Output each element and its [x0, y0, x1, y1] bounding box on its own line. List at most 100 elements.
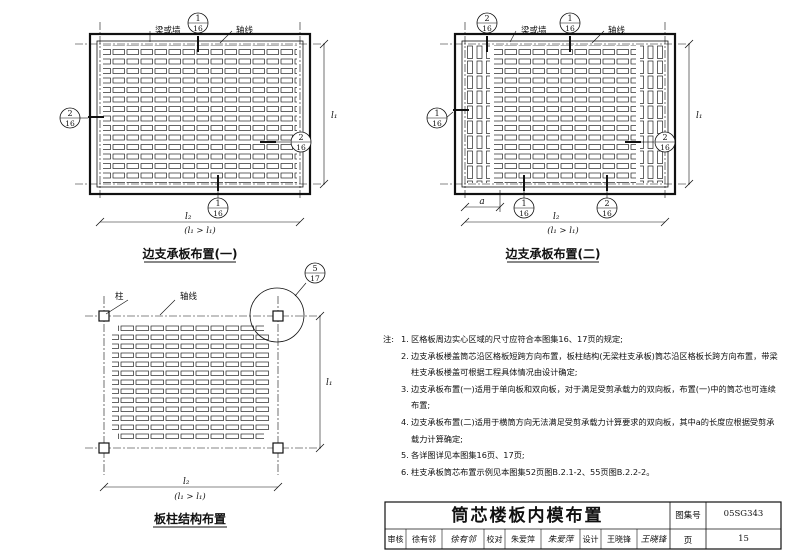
hollow-tube-field-vertical	[466, 45, 490, 183]
column	[98, 442, 110, 454]
dim-condition: (l₁ > l₁)	[184, 225, 215, 236]
review-signature: 徐有邻	[450, 535, 476, 545]
check-signature: 朱爱萍	[547, 535, 574, 545]
svg-text:2: 2	[67, 109, 72, 118]
section-symbol-1-16-top: 1 16	[559, 12, 581, 35]
note-text: 柱支承板筒芯布置示例见本图集52页图B.2.1-2、55页图B.2.2-2。	[411, 466, 655, 477]
note-number: 1.	[401, 334, 409, 344]
svg-text:1: 1	[521, 199, 526, 208]
beam-label: 梁或墙	[155, 25, 181, 36]
axis-label: 轴线	[236, 25, 254, 36]
note-number: 2.	[401, 350, 409, 361]
caption: 边支承板布置(二)	[505, 246, 601, 261]
svg-text:16: 16	[193, 24, 203, 33]
notes-block: 注: 1. 区格板周边实心区域的尺寸应符合本图集16、17页的规定; 2. 边支…	[383, 331, 778, 480]
note-text: 各详图详见本图集16页、17页;	[411, 450, 525, 461]
svg-text:2: 2	[662, 133, 667, 142]
detail-circle	[249, 287, 305, 343]
hollow-tube-field	[118, 322, 264, 442]
note-text: 边支承板楼盖筒芯沿区格板短跨方向布置，板柱结构(无梁柱支承板)筒芯沿区格板长跨方…	[411, 350, 778, 378]
svg-text:16: 16	[482, 24, 492, 33]
column	[272, 442, 284, 454]
column	[98, 310, 110, 322]
hollow-tube-field	[112, 332, 118, 432]
svg-text:2: 2	[604, 199, 609, 208]
slab-column-structure-layout: 柱 轴线 5 17 l₁ l₂ (l₁ > l₁) 板柱结构布置	[85, 262, 333, 528]
column	[272, 310, 284, 322]
section-symbol-2-16-left: 2 16	[59, 107, 88, 129]
note-item-3: 3. 边支承板布置(一)适用于单向板和双向板，对于满足受剪承载力的双向板，布置(…	[383, 381, 778, 414]
section-symbol-2-16-bottom-right: 2 16	[596, 191, 618, 219]
notes-label: 注:	[383, 334, 394, 344]
section-symbol-1-16-top: 1 16	[187, 12, 209, 35]
hollow-tube-field	[103, 45, 297, 183]
check-label: 校对	[486, 535, 503, 544]
svg-text:1: 1	[434, 109, 439, 118]
section-symbol-1-16-left: 1 16	[426, 107, 454, 129]
note-item-6: 6. 柱支承板筒芯布置示例见本图集52页图B.2.1-2、55页图B.2.2-2…	[383, 464, 778, 481]
section-symbol-2-16-right: 2 16	[641, 131, 676, 153]
svg-text:1: 1	[215, 199, 220, 208]
svg-text:16: 16	[565, 24, 575, 33]
title-block-frame	[384, 501, 782, 550]
svg-text:5: 5	[312, 264, 317, 273]
beam-border	[88, 32, 312, 196]
design-signature: 王晓锋	[640, 535, 667, 545]
atlas-number: 05SG343	[723, 509, 764, 519]
section-symbol-1-16-bottom-left: 1 16	[513, 191, 535, 219]
dim-l2: l₂	[553, 212, 560, 222]
leader-axis	[219, 30, 233, 44]
axis-label: 轴线	[180, 291, 198, 302]
note-item-4: 4. 边支承板布置(二)适用于横筒方向无法满足受剪承载力计算要求的双向板，其中a…	[383, 414, 778, 447]
design-name: 王晓锋	[607, 535, 631, 544]
note-item-1: 注: 1. 区格板周边实心区域的尺寸应符合本图集16、17页的规定;	[383, 331, 778, 348]
svg-text:16: 16	[213, 209, 223, 218]
atlas-label: 图集号	[675, 511, 701, 521]
note-text: 边支承板布置(二)适用于横筒方向无法满足受剪承载力计算要求的双向板，其中a的长度…	[411, 416, 775, 444]
drawing-title: 筒芯楼板内模布置	[451, 506, 604, 526]
section-symbol-2-16-right: 2 16	[276, 131, 312, 153]
note-text: 边支承板布置(一)适用于单向板和双向板，对于满足受剪承载力的双向板，布置(一)中…	[411, 383, 776, 411]
dim-l2: l₂	[183, 477, 190, 487]
note-item-5: 5. 各详图详见本图集16页、17页;	[383, 447, 778, 464]
dim-condition: (l₁ > l₁)	[174, 491, 205, 502]
hollow-tube-field	[494, 45, 636, 183]
leader-axis	[159, 299, 176, 316]
dim-condition: (l₁ > l₁)	[547, 225, 578, 236]
note-number: 5.	[401, 450, 409, 461]
dim-l2: l₂	[185, 212, 192, 222]
inner-border	[96, 40, 304, 188]
caption: 板柱结构布置	[154, 511, 226, 526]
note-text: 区格板周边实心区域的尺寸应符合本图集16、17页的规定;	[411, 334, 623, 344]
svg-text:16: 16	[296, 143, 306, 152]
section-symbol-1-16-bottom: 1 16	[207, 191, 229, 219]
hollow-tube-field-vertical	[640, 45, 664, 183]
check-name: 朱爱萍	[511, 535, 535, 544]
leader-column	[105, 299, 129, 315]
detail-symbol-5-17: 5 17	[304, 262, 326, 284]
edge-supported-slab-layout-2: 2 16 1 16 1 16 2 16 1	[426, 12, 703, 263]
page-label: 页	[683, 536, 693, 546]
leader-axis	[591, 30, 605, 44]
leader-beam	[509, 30, 517, 43]
inner-border	[461, 40, 669, 188]
svg-text:16: 16	[602, 209, 612, 218]
svg-text:2: 2	[298, 133, 303, 142]
note-item-2: 2. 边支承板楼盖筒芯沿区格板短跨方向布置，板柱结构(无梁柱支承板)筒芯沿区格板…	[383, 348, 778, 381]
hollow-tube-field	[264, 332, 270, 432]
dim-l1: l₁	[696, 111, 703, 121]
design-label: 设计	[582, 535, 599, 544]
page-number: 15	[738, 534, 749, 544]
beam-border	[453, 32, 677, 196]
dim-a: a	[479, 197, 484, 207]
dim-l1: l₁	[326, 378, 333, 388]
review-label: 审核	[387, 535, 404, 544]
svg-text:1: 1	[567, 14, 572, 23]
section-symbol-2-16-top-left: 2 16	[476, 12, 498, 35]
caption: 边支承板布置(一)	[142, 246, 238, 261]
svg-text:16: 16	[519, 209, 529, 218]
axis-label: 轴线	[608, 25, 626, 36]
svg-text:16: 16	[65, 119, 75, 128]
review-name: 徐有邻	[412, 535, 436, 544]
